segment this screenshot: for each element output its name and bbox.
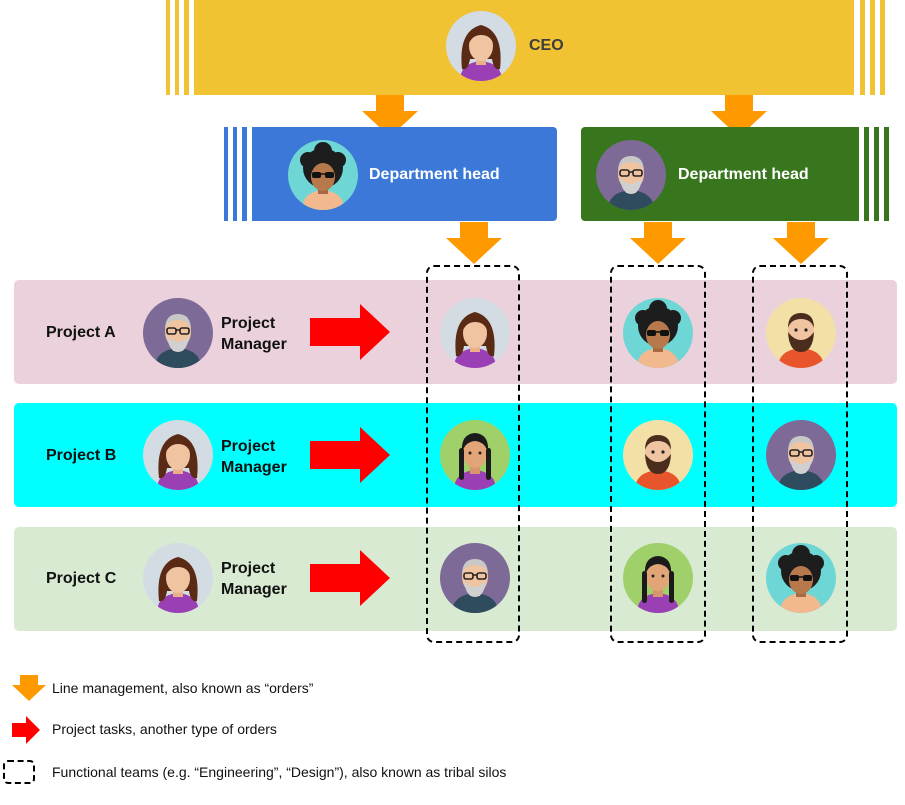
project-manager-label: Project Manager (221, 438, 287, 476)
project-manager-avatar (143, 298, 213, 368)
ceo-avatar (446, 11, 516, 81)
arrow-right-icon (310, 550, 390, 606)
ceo-box (200, 0, 848, 95)
arrow-right-icon (310, 427, 390, 483)
arrow-down-icon (446, 222, 502, 264)
dept-stripes-right (853, 127, 889, 221)
arrow-right-icon (310, 304, 390, 360)
project-label: Project B (46, 447, 117, 464)
arrow-down-icon (711, 95, 767, 137)
arrow-down-icon (773, 222, 829, 264)
team-member-avatar (623, 543, 693, 613)
functional-team-column (610, 265, 706, 643)
department-head-label: Department head (369, 166, 500, 183)
legend-functional-teams: Functional teams (e.g. “Engineering”, “D… (52, 764, 507, 780)
department-head-avatar (288, 140, 358, 210)
ceo-label: CEO (529, 37, 564, 54)
team-member-avatar (766, 298, 836, 368)
team-member-avatar (623, 420, 693, 490)
team-member-avatar (766, 543, 836, 613)
team-member-avatar (440, 298, 510, 368)
arrow-down-icon (12, 675, 46, 701)
arrow-right-icon (12, 716, 40, 744)
arrow-down-icon (630, 222, 686, 264)
legend-line-management: Line management, also known as “orders” (52, 680, 314, 696)
team-member-avatar (623, 298, 693, 368)
ceo-stripes-left (166, 0, 200, 95)
project-label: Project A (46, 324, 116, 341)
team-member-avatar (440, 543, 510, 613)
ceo-stripes-right (848, 0, 888, 95)
dept-stripes-left (224, 127, 258, 221)
project-manager-label: Project Manager (221, 560, 287, 598)
functional-team-column (752, 265, 848, 643)
project-manager-label: Project Manager (221, 315, 287, 353)
department-head-avatar (596, 140, 666, 210)
project-manager-avatar (143, 420, 213, 490)
project-label: Project C (46, 570, 117, 587)
functional-team-column (426, 265, 520, 643)
project-manager-avatar (143, 543, 213, 613)
arrow-down-icon (362, 95, 418, 137)
team-member-avatar (440, 420, 510, 490)
department-head-label: Department head (678, 166, 809, 183)
team-member-avatar (766, 420, 836, 490)
dashed-box-icon (3, 760, 35, 784)
legend-project-tasks: Project tasks, another type of orders (52, 721, 277, 737)
